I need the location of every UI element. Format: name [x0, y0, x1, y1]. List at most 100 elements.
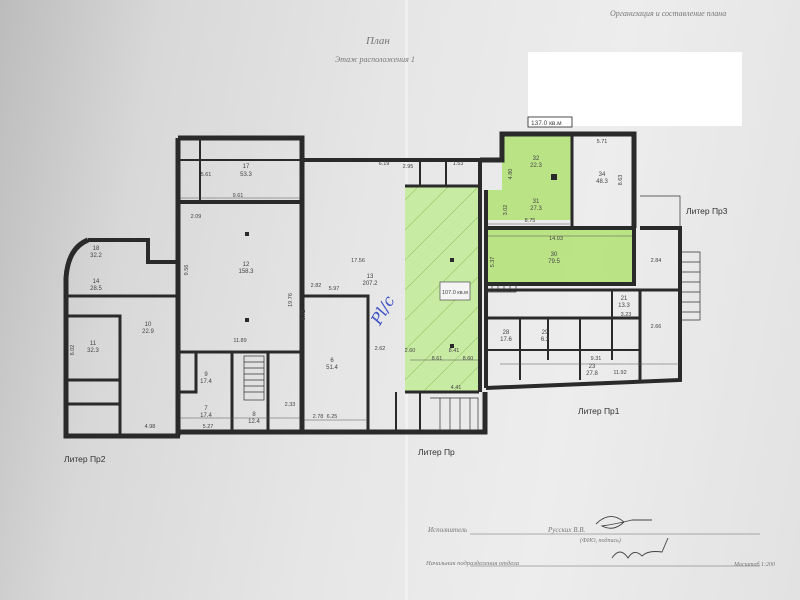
room-number: 31 — [533, 199, 540, 205]
floor-caption: Этаж расположения 1 — [335, 55, 415, 64]
liter-pr-label: Литер Пр — [418, 447, 455, 457]
columns — [245, 174, 557, 348]
highlight-area-label: 107.0 кв.м — [442, 290, 468, 296]
room-area: 17.4 — [200, 413, 212, 419]
area-tag: 137.0 кв.м — [531, 120, 562, 127]
room-number: 30 — [551, 252, 558, 258]
room-area: 32.2 — [90, 253, 102, 259]
room-area: 27.8 — [586, 371, 598, 377]
room-area: 32.3 — [87, 348, 99, 354]
room-area: 79.5 — [548, 259, 560, 265]
room-number: 8 — [252, 412, 256, 418]
room-number: 32 — [533, 156, 540, 162]
room-number: 7 — [204, 406, 208, 412]
liter-pr1-label: Литер Пр1 — [578, 406, 620, 416]
room-number: 23 — [589, 364, 596, 370]
walls — [63, 131, 682, 439]
dimension: 2.09 — [191, 214, 202, 220]
room-number: 14 — [93, 279, 100, 285]
green-zone-middle — [486, 230, 632, 284]
hatch-lines — [404, 185, 480, 393]
room-area: 13.3 — [618, 303, 630, 309]
liter-pr3-label: Литер Пр3 — [686, 206, 728, 216]
room-number: 28 — [503, 330, 510, 336]
handwritten-mark: Pl/c — [367, 292, 399, 329]
dimension: 3.23 — [621, 312, 632, 318]
green-zone-upper — [488, 136, 572, 220]
room-area: 28.5 — [90, 286, 102, 292]
room-area: 22.3 — [530, 163, 542, 169]
room-number: 13 — [367, 274, 374, 280]
dimension-lines — [180, 197, 680, 421]
dimension: 2.66 — [651, 324, 662, 330]
room-area: 17.4 — [200, 379, 212, 385]
dimension: 2.95 — [403, 164, 414, 170]
signature-executor — [595, 516, 652, 529]
room-number: 29 — [542, 330, 549, 336]
dimension: 9.61 — [233, 193, 244, 199]
dimension: 2.84 — [651, 258, 662, 264]
room-area: 6.2 — [541, 337, 550, 343]
dimension-labels: 9.61 5.61 2.09 9.56 5.97 17.56 19.76 11.… — [70, 139, 661, 430]
dimension: 2.33 — [285, 402, 296, 408]
highlight-area-box — [439, 281, 471, 301]
dimension: 2.60 — [405, 348, 416, 354]
dimension: 6.02 — [70, 345, 76, 356]
dimension: 1.53 — [453, 161, 464, 167]
room-number: 12 — [243, 262, 250, 268]
redaction-box — [528, 52, 742, 126]
dimension: 4.80 — [508, 169, 514, 180]
liter-pr2-label: Литер Пр2 — [64, 454, 106, 464]
dimension: 5.27 — [203, 424, 214, 430]
room-number: 9 — [204, 372, 208, 378]
room-area: 27.3 — [530, 206, 542, 212]
room-area: 53.3 — [240, 172, 252, 178]
room-area: 17.6 — [500, 337, 512, 343]
stairs-left — [243, 355, 265, 401]
room-area: 22.9 — [142, 329, 154, 335]
room-number: 17 — [243, 164, 250, 170]
dimension: 8.41 — [449, 348, 460, 354]
room-area: 12.4 — [248, 419, 260, 425]
room-area: 158.3 — [238, 269, 254, 275]
dimension: 14.03 — [549, 236, 563, 242]
dimension: 8.61 — [432, 356, 443, 362]
executor-label: Исполнитель — [427, 526, 467, 534]
dimension: 6.25 — [327, 414, 338, 420]
plan-title: План — [365, 35, 390, 47]
dimension: 8.75 — [525, 218, 536, 224]
dimension: 8.63 — [618, 175, 624, 186]
dimension: 11.92 — [613, 370, 626, 376]
room-number: 34 — [599, 172, 606, 178]
room-area: 51.4 — [326, 365, 338, 371]
dimension: 5.61 — [201, 172, 212, 178]
room-labels: 17 53.3 18 32.2 14 28.5 12 158.3 11 32.3… — [87, 156, 630, 425]
room-number: 6 — [330, 358, 334, 364]
dimension: 3.02 — [503, 205, 509, 216]
dimension: 9.31 — [591, 356, 602, 362]
dimension: 6.19 — [379, 161, 390, 167]
dimension: 5.71 — [597, 139, 608, 145]
dimension: 2.62 — [375, 346, 386, 352]
room-number: 10 — [145, 322, 152, 328]
room-number: 18 — [93, 246, 100, 252]
dimension: 4.98 — [145, 424, 156, 430]
dimension: 2.78 — [313, 414, 324, 420]
dimension: 11.89 — [233, 338, 246, 344]
signature-caption: (ФИО, подпись) — [580, 537, 621, 544]
room-area: 207.2 — [362, 281, 378, 287]
executor-name: Русских В.В. — [547, 526, 586, 534]
dimension: 6.71 — [301, 310, 307, 321]
room-area: 48.3 — [596, 179, 608, 185]
dimension: 19.76 — [288, 293, 294, 307]
org-caption: Организация и составление плана — [610, 9, 726, 18]
dimension: 5.97 — [329, 286, 340, 292]
dimension: 5.37 — [490, 257, 496, 268]
dimension: 9.56 — [184, 265, 190, 276]
dimension: 2.82 — [311, 283, 322, 289]
room-number: 21 — [621, 296, 628, 302]
signature-head — [611, 537, 669, 559]
dimension: 17.56 — [351, 258, 365, 264]
